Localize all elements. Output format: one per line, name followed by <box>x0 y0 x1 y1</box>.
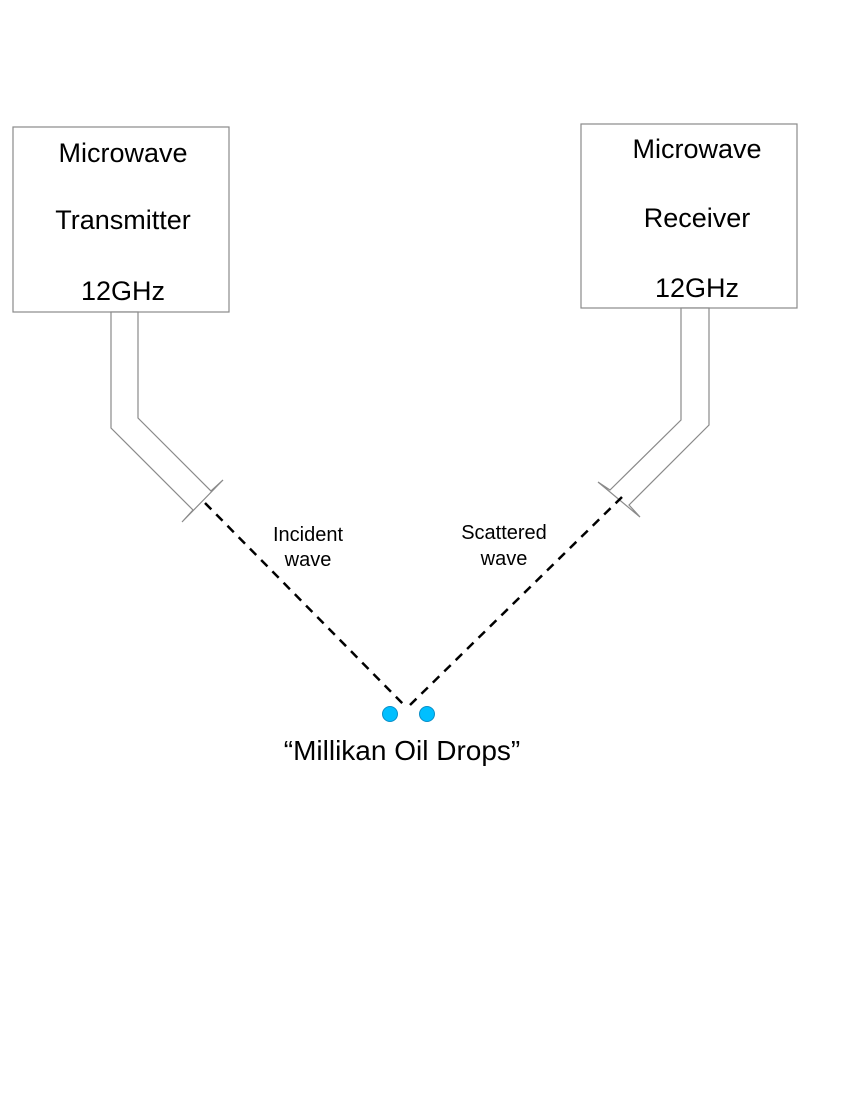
receiver-label-line3: 12GHz <box>655 273 739 303</box>
transmitter-box <box>12 126 230 313</box>
target-caption: “Millikan Oil Drops” <box>284 735 520 766</box>
scattered-wave-beam <box>409 496 623 706</box>
oil-drop-right <box>419 706 435 722</box>
transmitter: Microwave Transmitter 12GHz <box>12 126 230 313</box>
receiver-box <box>580 123 798 309</box>
transmitter-horn-antenna <box>110 311 224 523</box>
scattered-wave-label-line1: Scattered <box>461 522 547 544</box>
transmitter-label-line3: 12GHz <box>81 276 165 306</box>
receiver-label-line1: Microwave <box>632 134 761 164</box>
receiver-label-line2: Receiver <box>644 203 751 233</box>
incident-wave-label-line2: wave <box>284 549 332 571</box>
oil-drop-left <box>382 706 398 722</box>
receiver: Microwave Receiver 12GHz <box>580 123 798 309</box>
receiver-horn-antenna <box>597 307 710 518</box>
incident-wave-label-line1: Incident <box>273 524 343 546</box>
transmitter-label-line1: Microwave <box>58 138 187 168</box>
transmitter-label-line2: Transmitter <box>55 205 191 235</box>
scattered-wave-label-line2: wave <box>480 548 528 570</box>
